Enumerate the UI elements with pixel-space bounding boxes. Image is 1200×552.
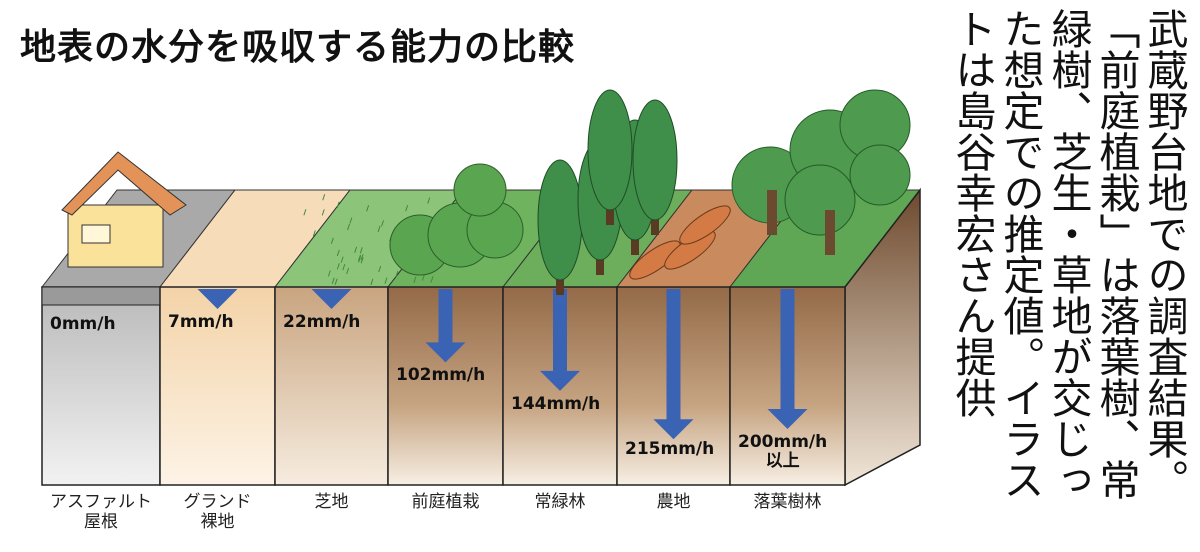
category-label: 常緑林 xyxy=(500,492,620,512)
rate-extra: 以上 xyxy=(738,452,827,471)
rate-text: 200mm/h xyxy=(738,432,827,452)
infiltration-rate: 200mm/h以上 xyxy=(738,433,827,471)
category-label: アスファルト屋根 xyxy=(41,492,161,532)
rate-text: 7mm/h xyxy=(168,312,234,332)
category-label-line: 屋根 xyxy=(41,512,161,532)
caption-line: 「前庭植栽」は落葉樹、常 xyxy=(1092,8,1140,548)
tree-trunk xyxy=(825,210,835,255)
category-label-line: アスファルト xyxy=(41,492,161,512)
caption-line: トは島谷幸宏さん提供 xyxy=(948,8,996,548)
asphalt-layer xyxy=(42,287,160,305)
infiltration-rate: 7mm/h xyxy=(168,313,234,332)
infiltration-arrow-shaft xyxy=(667,289,681,421)
rate-text: 215mm/h xyxy=(625,439,714,459)
category-label-line: 農地 xyxy=(614,492,734,512)
evergreen-tree xyxy=(538,160,582,280)
infiltration-rate: 215mm/h xyxy=(625,440,714,459)
infiltration-arrow-shaft xyxy=(439,289,453,344)
rate-text: 22mm/h xyxy=(283,312,360,332)
caption-line: た想定での推定値。イラス xyxy=(996,8,1044,548)
deciduous-tree-crown xyxy=(785,165,855,235)
category-label: 前庭植栽 xyxy=(386,492,506,512)
category-label: グランド裸地 xyxy=(158,492,278,532)
infiltration-arrow-shaft xyxy=(781,289,795,411)
evergreen-tree xyxy=(633,100,677,220)
category-label-line: 芝地 xyxy=(272,492,392,512)
rate-text: 102mm/h xyxy=(396,365,485,385)
rate-text: 144mm/h xyxy=(511,394,600,414)
category-label-line: 落葉樹林 xyxy=(728,492,848,512)
infiltration-rate: 102mm/h xyxy=(396,366,485,385)
caption-line: 武蔵野台地での調査結果。 xyxy=(1140,8,1188,548)
infiltration-rate: 22mm/h xyxy=(283,313,360,332)
evergreen-tree xyxy=(588,90,632,210)
caption-note: 武蔵野台地での調査結果。 「前庭植栽」は落葉樹、常 緑樹、芝生・草地が交じっ た… xyxy=(948,8,1188,548)
rate-text: 0mm/h xyxy=(50,314,116,334)
category-label: 落葉樹林 xyxy=(728,492,848,512)
infiltration-rate: 144mm/h xyxy=(511,395,600,414)
category-label-line: 前庭植栽 xyxy=(386,492,506,512)
category-label: 農地 xyxy=(614,492,734,512)
category-label-line: 常緑林 xyxy=(500,492,620,512)
deciduous-tree-crown xyxy=(850,145,910,205)
house-window xyxy=(82,225,110,243)
shrub xyxy=(454,164,506,216)
tree-trunk xyxy=(767,190,777,235)
category-label-line: 裸地 xyxy=(158,512,278,532)
caption-line: 緑樹、芝生・草地が交じっ xyxy=(1044,8,1092,548)
category-label-line: グランド xyxy=(158,492,278,512)
infiltration-rate: 0mm/h xyxy=(50,315,116,334)
infiltration-arrow-shaft xyxy=(553,289,567,373)
category-label: 芝地 xyxy=(272,492,392,512)
